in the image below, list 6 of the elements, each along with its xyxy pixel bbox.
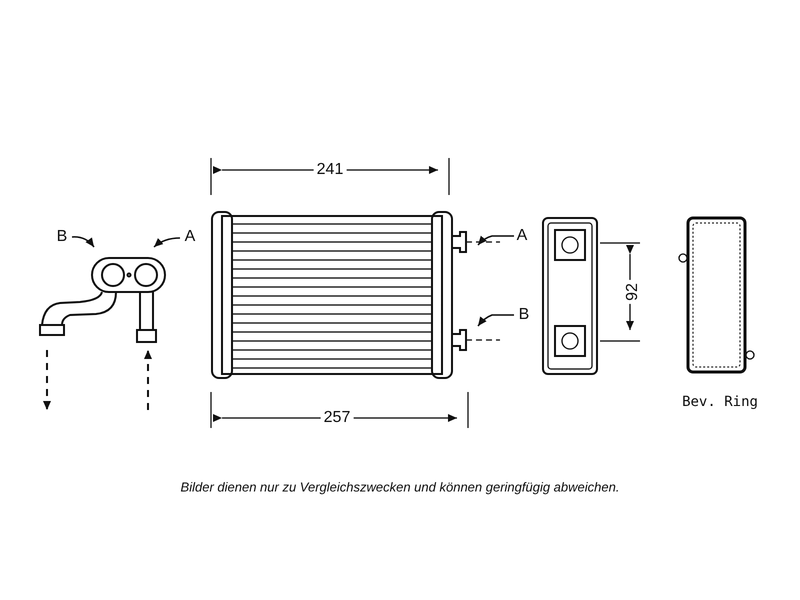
port-letter: A xyxy=(184,229,196,245)
part-name: Bev. Ring xyxy=(682,395,758,409)
port-letter: B xyxy=(56,229,68,245)
caption: Bilder dienen nur zu Vergleichszwecken und können geringfügig abweichen. xyxy=(180,480,620,494)
port-letter: A xyxy=(516,228,528,244)
port-letter: B xyxy=(518,307,530,323)
